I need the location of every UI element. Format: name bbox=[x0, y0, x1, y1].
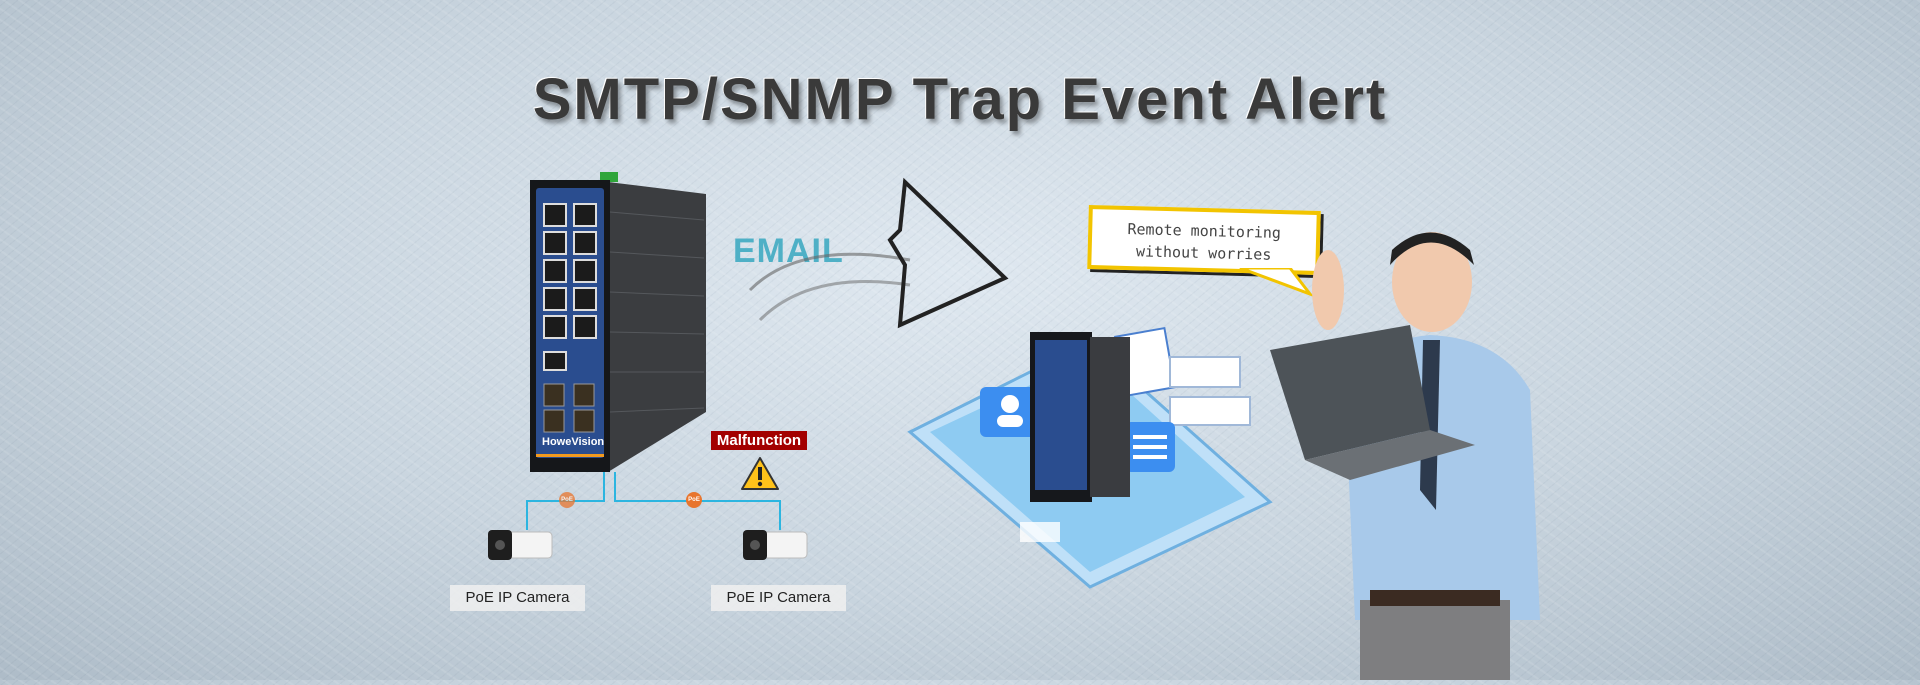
camera-icon bbox=[488, 530, 553, 560]
poe-wire bbox=[526, 500, 528, 530]
page-title: SMTP/SNMP Trap Event Alert bbox=[532, 67, 1388, 132]
industrial-switch: HoweVision bbox=[530, 172, 706, 472]
camera-label: PoE IP Camera bbox=[711, 585, 846, 611]
malfunction-label: Malfunction bbox=[711, 431, 807, 450]
poe-wire bbox=[614, 472, 616, 502]
camera-icon bbox=[743, 530, 808, 560]
warning-icon bbox=[741, 457, 779, 490]
poe-wire bbox=[603, 472, 605, 502]
send-arrow-icon bbox=[748, 177, 1009, 329]
bubble-tail bbox=[1239, 268, 1315, 298]
businessman-with-laptop bbox=[1260, 220, 1560, 680]
switch-brand: HoweVision bbox=[542, 436, 605, 448]
poe-badge: PoE bbox=[559, 492, 575, 508]
phone-monitoring-illustration bbox=[900, 282, 1280, 592]
camera-label: PoE IP Camera bbox=[450, 585, 585, 611]
poe-wire bbox=[779, 500, 781, 530]
poe-badge: PoE bbox=[686, 492, 702, 508]
